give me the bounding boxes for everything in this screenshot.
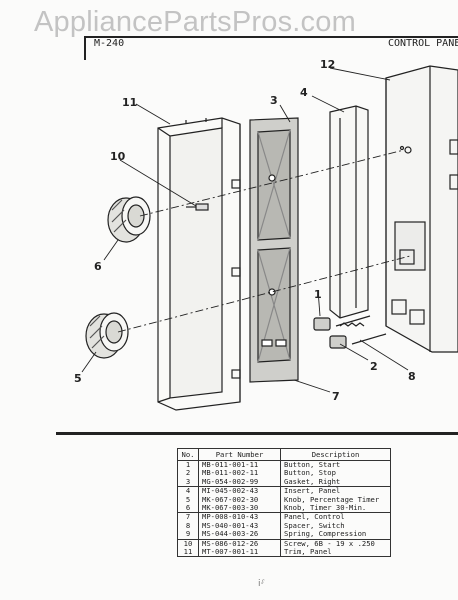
- row-description: Spacer, Switch: [280, 521, 391, 531]
- row-no: 9: [177, 530, 199, 540]
- callout-8: 8: [408, 370, 416, 383]
- table-row: 11 MT-007-001-11 Trim, Panel: [177, 547, 391, 558]
- alignment-lines: [117, 149, 411, 333]
- row-part-number: MT-007-001-11: [198, 547, 281, 558]
- callout-6: 6: [94, 260, 102, 273]
- callout-7: 7: [332, 390, 340, 403]
- header-rule-left: [84, 36, 86, 60]
- col-header-no: No.: [177, 448, 199, 461]
- row-description: Knob, Timer 30-Min.: [280, 503, 391, 513]
- col-header-description: Description: [280, 448, 391, 461]
- row-description: Insert, Panel: [280, 486, 391, 496]
- leader-lines: [81, 67, 409, 393]
- callout-3: 3: [270, 94, 278, 107]
- section-divider: [56, 432, 458, 435]
- screw: [186, 203, 209, 211]
- row-description: Gasket, Right: [280, 477, 391, 487]
- timer-knob-30-min: [107, 196, 151, 243]
- header-rule: [84, 36, 458, 38]
- row-description: Spring, Compression: [280, 530, 391, 540]
- callout-11: 11: [122, 96, 137, 109]
- table-row: 4 MI-045-002-43 Insert, Panel: [177, 486, 391, 496]
- table-row: 8 MS-040-001-43 Spacer, Switch: [177, 521, 391, 531]
- callout-2: 2: [370, 360, 378, 373]
- row-no: 11: [177, 547, 199, 558]
- row-description: Button, Start: [280, 460, 391, 470]
- table-row: 10 MS-086-012-26 Screw, 6B - 19 x .250: [177, 538, 391, 549]
- spring-and-spacer: [335, 315, 387, 345]
- parts-table: No. Part Number Description 1 MB-011-001…: [177, 448, 391, 558]
- exploded-view-drawing: 11 10 3 4 12 6 5 1 2 8 7: [74, 58, 458, 411]
- section-title: CONTROL PANE: [388, 38, 458, 49]
- row-description: Screw, 6B - 19 x .250: [280, 538, 391, 549]
- gasket: [249, 117, 299, 383]
- percentage-timer-knob: [85, 312, 129, 359]
- watermark: AppliancePartsPros.com: [34, 6, 356, 38]
- table-row: 7 MP-008-010-43 Panel, Control: [177, 512, 391, 522]
- callout-4: 4: [300, 86, 308, 99]
- trim-panel: [157, 117, 241, 411]
- table-row: 9 MS-044-003-26 Spring, Compression: [177, 530, 391, 540]
- start-stop-buttons: [313, 317, 347, 349]
- row-part-number: MS-044-003-26: [198, 530, 281, 540]
- callout-1: 1: [314, 288, 322, 301]
- model-code: M-240: [94, 38, 125, 49]
- row-description: Button, Stop: [280, 468, 391, 478]
- callout-5: 5: [74, 372, 82, 385]
- insert-panel: [329, 105, 369, 319]
- table-row: 3 MG-054-002-99 Gasket, Right: [177, 477, 391, 487]
- table-row: 5 MK-067-002-30 Knob, Percentage Timer: [177, 495, 391, 505]
- footer-mark: ⅰ⸉: [258, 579, 266, 589]
- callout-12: 12: [320, 58, 335, 71]
- row-description: Panel, Control: [280, 512, 391, 522]
- col-header-part-number: Part Number: [198, 448, 281, 461]
- table-row: 1 MB-011-001-11 Button, Start: [177, 460, 391, 470]
- control-housing: [385, 65, 458, 353]
- callout-10: 10: [110, 150, 126, 163]
- table-row: 6 MK-067-003-30 Knob, Timer 30-Min.: [177, 503, 391, 513]
- row-description: Knob, Percentage Timer: [280, 495, 391, 505]
- row-description: Trim, Panel: [280, 547, 391, 558]
- table-row: 2 MB-011-002-11 Button, Stop: [177, 468, 391, 478]
